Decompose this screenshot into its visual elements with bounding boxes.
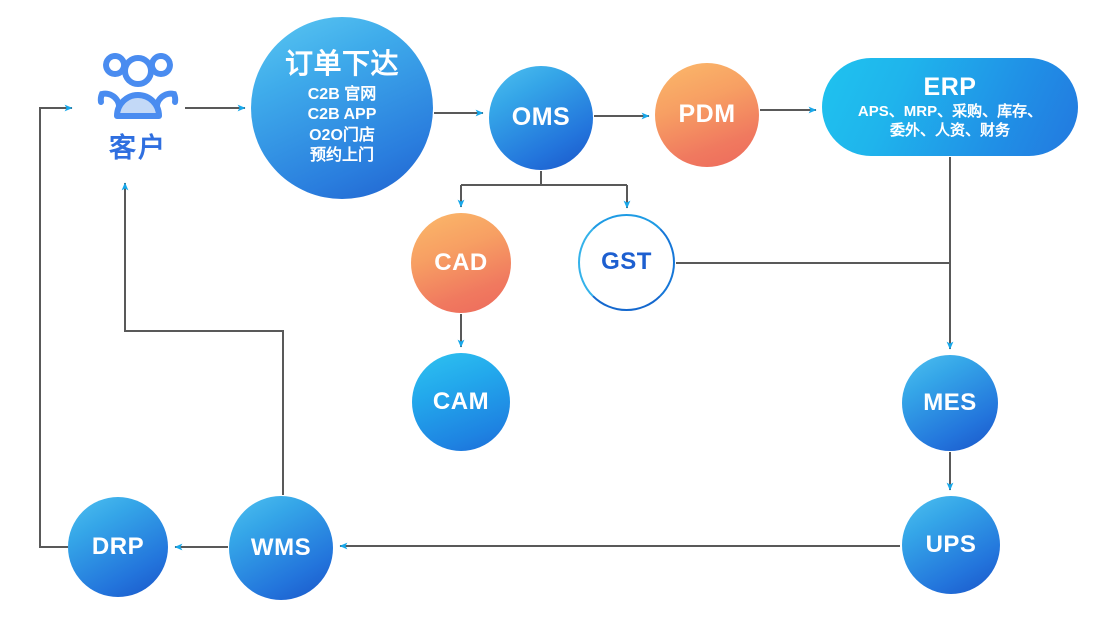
node-pdm-label: PDM xyxy=(678,100,736,129)
node-order-subline: O2O门店 xyxy=(309,126,375,144)
node-drp-label: DRP xyxy=(91,532,145,560)
node-customer-label: 客户 xyxy=(109,133,167,163)
node-order-subline: 预约上门 xyxy=(309,147,374,165)
node-mes[interactable]: MES xyxy=(902,355,998,451)
node-oms-label: OMS xyxy=(511,103,571,132)
node-gst-label: GST xyxy=(601,248,652,276)
node-order-title: 订单下达 xyxy=(284,48,399,80)
node-order-placement[interactable]: 订单下达 C2B 官网 C2B APP O2O门店 预约上门 xyxy=(251,17,433,199)
users-icon xyxy=(95,52,181,124)
node-gst[interactable]: GST xyxy=(578,214,675,311)
node-drp[interactable]: DRP xyxy=(68,497,168,597)
node-erp-subline: 委外、人资、财务 xyxy=(889,122,1010,140)
node-wms-label: WMS xyxy=(250,533,312,561)
node-erp[interactable]: ERP APS、MRP、采购、库存、 委外、人资、财务 xyxy=(822,58,1078,156)
node-pdm[interactable]: PDM xyxy=(655,63,759,167)
node-cam-label: CAM xyxy=(432,387,490,415)
node-order-subline: C2B 官网 xyxy=(307,85,377,103)
node-erp-sublines: APS、MRP、采购、库存、 委外、人资、财务 xyxy=(858,102,1042,140)
node-erp-subline: APS、MRP、采购、库存、 xyxy=(857,103,1043,121)
node-oms[interactable]: OMS xyxy=(489,66,593,170)
edge-wms-to-customer xyxy=(121,182,284,495)
edge-drp-to-customer xyxy=(39,104,73,548)
node-erp-title: ERP xyxy=(923,72,977,101)
node-cam[interactable]: CAM xyxy=(412,353,510,451)
node-wms[interactable]: WMS xyxy=(229,496,333,600)
node-customer[interactable]: 客户 xyxy=(79,52,197,170)
node-mes-label: MES xyxy=(923,388,977,416)
node-cad[interactable]: CAD xyxy=(411,213,511,313)
node-order-subline: C2B APP xyxy=(307,106,377,124)
node-ups[interactable]: UPS xyxy=(902,496,1000,594)
node-order-sublines: C2B 官网 C2B APP O2O门店 预约上门 xyxy=(308,85,377,167)
node-ups-label: UPS xyxy=(925,530,977,558)
node-cad-label: CAD xyxy=(434,248,488,276)
